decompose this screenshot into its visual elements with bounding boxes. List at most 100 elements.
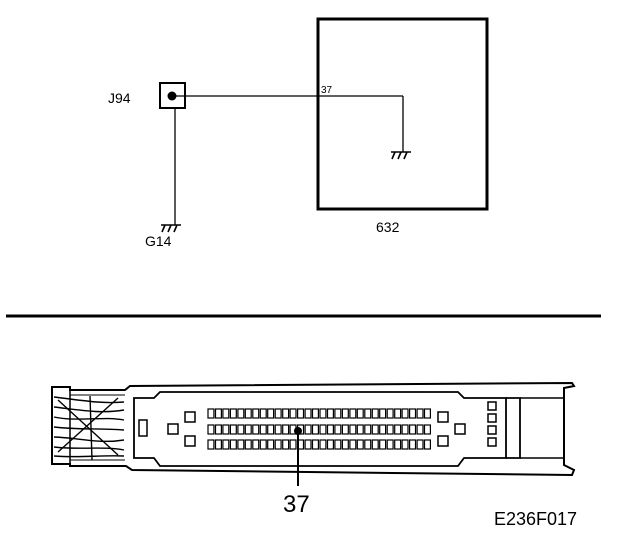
connector-pin	[364, 439, 372, 450]
connector-pin	[334, 424, 342, 435]
connector-pin	[267, 408, 275, 419]
module-632-box	[316, 17, 489, 211]
connector-pin	[229, 408, 237, 419]
connector-pin	[237, 408, 245, 419]
connector-pin	[371, 439, 379, 450]
connector-pin	[379, 439, 387, 450]
connector-pin	[349, 408, 357, 419]
connector-pin	[386, 439, 394, 450]
ground-g14-symbol	[161, 224, 181, 233]
connector-pin	[214, 408, 223, 419]
connector-pin	[274, 424, 282, 435]
connector-pin	[423, 424, 432, 435]
figure-code: E236F017	[494, 509, 577, 529]
connector-pin	[416, 408, 424, 419]
connector-pin	[386, 408, 394, 419]
connector-drawing	[51, 381, 576, 477]
connector-pin	[214, 424, 223, 435]
module-label: 632	[376, 219, 400, 235]
connector-pin	[229, 439, 237, 450]
schematic: J94 G14 632 37	[108, 17, 489, 249]
connector-pin	[259, 424, 267, 435]
connector-pin	[304, 439, 312, 450]
connector-pin	[394, 408, 402, 419]
connector-pin	[379, 424, 387, 435]
connector-pin	[222, 439, 230, 450]
splice-label: J94	[108, 90, 131, 106]
connector-pin	[222, 424, 230, 435]
connector-pin	[244, 408, 252, 419]
connector-pin	[326, 439, 335, 450]
connector-pin	[349, 424, 357, 435]
connector-pin	[401, 424, 409, 435]
connector-pin	[282, 408, 290, 419]
connector-pin	[311, 439, 320, 450]
connector-pin	[274, 439, 282, 450]
connector-pin	[289, 408, 297, 419]
connector-pin	[409, 439, 417, 450]
connector-pin	[214, 439, 223, 450]
connector-pin	[409, 408, 417, 419]
connector-pin	[297, 408, 305, 419]
connector-pin	[364, 424, 372, 435]
connector-pin	[237, 424, 245, 435]
connector-pin	[304, 408, 312, 419]
connector-pin	[282, 424, 290, 435]
connector-pin	[379, 408, 387, 419]
ground-label: G14	[145, 233, 172, 249]
connector-pin	[237, 439, 245, 450]
connector-pin	[326, 408, 335, 419]
connector-pin	[311, 408, 320, 419]
connector-pin	[423, 408, 432, 419]
pin-callout-label: 37	[283, 491, 310, 518]
connector-pin	[244, 439, 252, 450]
connector-pin	[289, 439, 297, 450]
connector-pin	[252, 439, 260, 450]
connector-pin	[222, 408, 230, 419]
connector-pin	[371, 424, 379, 435]
connector-pin	[267, 439, 275, 450]
connector-pin	[207, 408, 215, 419]
connector-pin	[394, 424, 402, 435]
connector-pin	[282, 439, 290, 450]
connector-pin	[416, 424, 424, 435]
connector-pin	[334, 439, 342, 450]
connector-pin	[319, 424, 327, 435]
connector-pin	[394, 439, 402, 450]
module-pin-label: 37	[321, 85, 333, 96]
connector-pin	[401, 439, 409, 450]
connector-pin	[401, 408, 409, 419]
connector-pin	[423, 439, 432, 450]
connector-pin	[319, 408, 327, 419]
connector-pin	[229, 424, 237, 435]
connector-pin	[341, 408, 349, 419]
connector-pin	[356, 439, 364, 450]
connector-pin	[371, 408, 379, 419]
connector-pin	[259, 439, 267, 450]
ground-internal-symbol	[391, 151, 411, 160]
connector-pin	[356, 424, 364, 435]
connector-pin	[274, 408, 282, 419]
connector-pin	[364, 408, 372, 419]
wire-bundle	[53, 395, 125, 461]
connector-pin	[349, 439, 357, 450]
connector-pin	[416, 439, 424, 450]
connector-pin	[326, 424, 335, 435]
connector-pin	[252, 424, 260, 435]
connector-pin	[244, 424, 252, 435]
connector-pin-rows	[207, 408, 432, 450]
connector-pin	[267, 424, 275, 435]
connector-pin	[334, 408, 342, 419]
connector-pin	[341, 424, 349, 435]
connector-pin	[386, 424, 394, 435]
connector-pin	[409, 424, 417, 435]
connector-slot	[506, 397, 521, 459]
connector-pin	[356, 408, 364, 419]
connector-pin	[259, 408, 267, 419]
connector-pin	[341, 439, 349, 450]
connector-pin	[207, 439, 215, 450]
connector-pin	[207, 424, 215, 435]
connector-pin	[319, 439, 327, 450]
connector-pin	[304, 424, 312, 435]
